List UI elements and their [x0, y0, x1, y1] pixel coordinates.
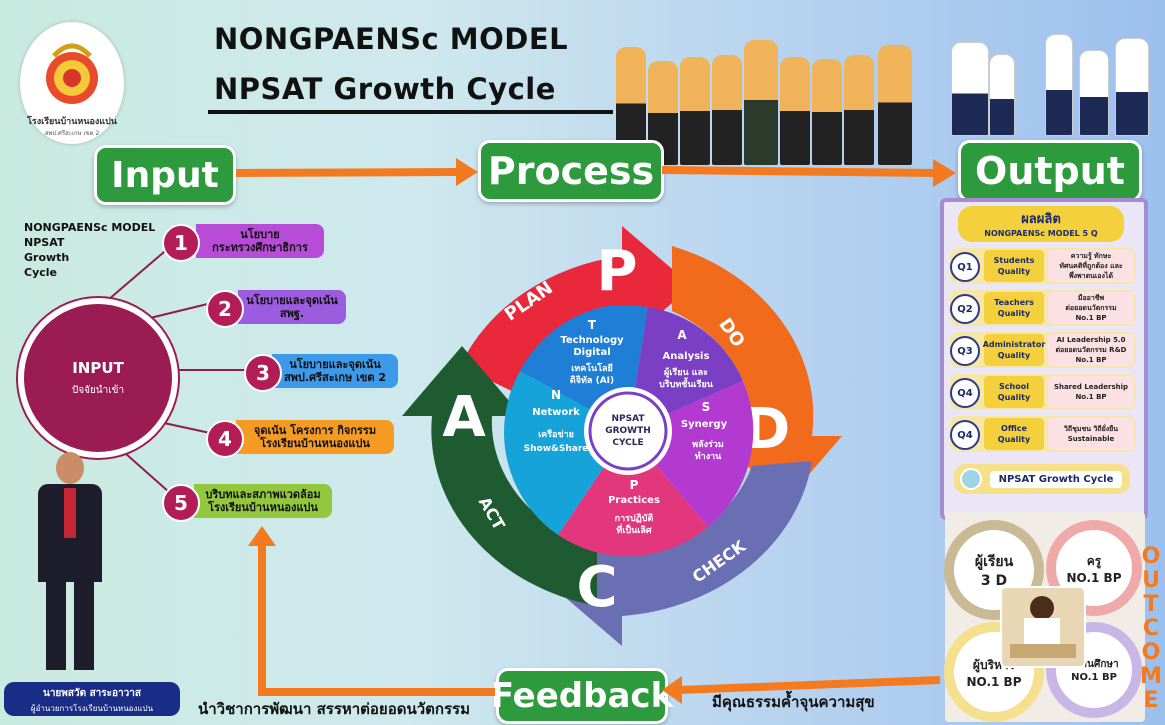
input-item-3-bar: นโยบายและจุดเน้นสพป.ศรีสะเกษ เขต 2 — [272, 354, 398, 388]
feedback-right-text: มีคุณธรรมค้ำจุนความสุข — [712, 693, 875, 711]
logo-subtext: สพป.ศรีสะเกษ เขต 2 — [44, 130, 100, 137]
tech-thai: เทคโนโลยี — [571, 362, 613, 374]
do-segment — [672, 246, 842, 506]
q-tag: Q1 — [950, 252, 980, 282]
q-tag: Q4 — [950, 420, 980, 450]
network-title: Network — [532, 407, 580, 418]
footer-dot-icon — [960, 468, 982, 490]
input-item-2-number: 2 — [206, 290, 244, 328]
plan-letter: P — [596, 239, 637, 304]
npsat-cycle-diagram: P D C A PLAN DO CHECK ACT NPSAT GROWTH C… — [402, 226, 842, 646]
synergy-thai-2: ทำงาน — [695, 451, 722, 462]
input-item-1-bar: นโยบายกระทรวงศึกษาธิการ — [196, 224, 324, 258]
practices-thai: การปฏิบัติ — [615, 513, 654, 524]
q-tag: Q3 — [950, 336, 980, 366]
feedback-left-text: นำวิชาการพัฒนา สรรหาต่อยอดนวัตกรรม — [198, 700, 470, 718]
q-tag: Q2 — [950, 294, 980, 324]
director-photo — [34, 452, 106, 670]
tech-title-2: Digital — [573, 347, 610, 358]
analysis-thai: ผู้เรียน และ — [664, 367, 708, 378]
q-tag: Q4 — [950, 378, 980, 408]
q-desc: ความรู้ ทักษะทัศนคติที่ถูกต้อง และพึ่งพา… — [1048, 250, 1134, 282]
tech-letter: T — [588, 318, 597, 332]
process-stage-button: Process — [478, 140, 664, 202]
analysis-title: Analysis — [663, 351, 710, 362]
practices-letter: P — [630, 478, 639, 492]
footer-label: NPSAT Growth Cycle — [990, 470, 1122, 488]
input-item-5-number: 5 — [162, 484, 200, 522]
act-segment — [402, 346, 597, 606]
students-photo — [945, 18, 1155, 136]
practices-title: Practices — [608, 495, 660, 506]
synergy-title: Synergy — [681, 419, 728, 430]
act-letter: A — [442, 385, 486, 450]
inner-practices-segment — [558, 431, 708, 557]
check-letter: C — [576, 555, 617, 620]
input-hub: INPUT ปัจจัยนำเข้า — [18, 298, 178, 458]
emblem-icon — [46, 43, 98, 104]
center-line-3: CYCLE — [612, 438, 643, 448]
title-line-2: NPSAT Growth Cycle — [214, 72, 556, 106]
staff-photo — [610, 20, 940, 165]
feedback-stage-button: Feedback — [491, 668, 673, 724]
center-line-1: NPSAT — [611, 414, 645, 424]
logo-text: โรงเรียนบ้านหนองแปน — [27, 117, 117, 127]
director-position: ผู้อำนวยการโรงเรียนบ้านหนองแปน — [30, 704, 154, 713]
output-title: ผลผลิต — [1021, 212, 1061, 227]
input-item-3-number: 3 — [244, 354, 282, 392]
plan-segment — [460, 226, 692, 396]
input-item-1-number: 1 — [162, 224, 200, 262]
input-hub-title: INPUT — [72, 358, 124, 377]
synergy-thai: พลังร่วม — [692, 439, 724, 450]
center-line-2: GROWTH — [605, 426, 651, 436]
input-item-5-bar: บริบทและสภาพแวดล้อมโรงเรียนบ้านหนองแปน — [194, 484, 332, 518]
output-footer: NPSAT Growth Cycle — [954, 464, 1130, 494]
input-item-2-bar: นโยบายและจุดเน้นสพฐ. — [238, 290, 346, 324]
director-nameplate: นายพสวัต สาระอาวาส ผู้อำนวยการโรงเรียนบ้… — [4, 682, 180, 716]
tech-title: Technology — [560, 335, 624, 346]
outcome-label: OUTCOME — [1140, 544, 1162, 713]
network-letter: N — [551, 388, 561, 402]
analysis-letter: A — [677, 328, 687, 342]
output-subtitle: NONGPAENSc MODEL 5 Q — [984, 229, 1098, 238]
analysis-thai-2: บริบทชั้นเรียน — [659, 377, 714, 390]
network-thai-2: Show&Share — [524, 444, 589, 454]
check-segment — [552, 461, 812, 646]
student-reading-photo — [1000, 586, 1086, 668]
input-item-4-bar: จุดเน้น โครงการ กิจกรรมโรงเรียนบ้านหนองแ… — [236, 420, 394, 454]
director-name: นายพสวัต สาระอาวาส — [42, 688, 141, 699]
inner-network-segment — [504, 371, 628, 535]
title-underline — [208, 110, 613, 114]
input-stage-button: Input — [94, 145, 236, 205]
input-hub-subtitle: ปัจจัยนำเข้า — [71, 384, 125, 396]
input-item-4-number: 4 — [206, 420, 244, 458]
synergy-letter: S — [702, 400, 711, 414]
practices-thai-2: ที่เป็นเลิศ — [616, 523, 652, 536]
title-line-1: NONGPAENSc MODEL — [214, 22, 569, 56]
school-logo: โรงเรียนบ้านหนองแปน สพป.ศรีสะเกษ เขต 2 — [20, 22, 124, 144]
left-caption: NONGPAENSc MODEL NPSAT Growth Cycle — [24, 221, 156, 279]
output-header: ผลผลิต NONGPAENSc MODEL 5 Q — [958, 206, 1124, 242]
network-thai: เครือข่าย — [538, 428, 574, 440]
tech-thai-2: ดิจิทัล (AI) — [570, 375, 614, 386]
